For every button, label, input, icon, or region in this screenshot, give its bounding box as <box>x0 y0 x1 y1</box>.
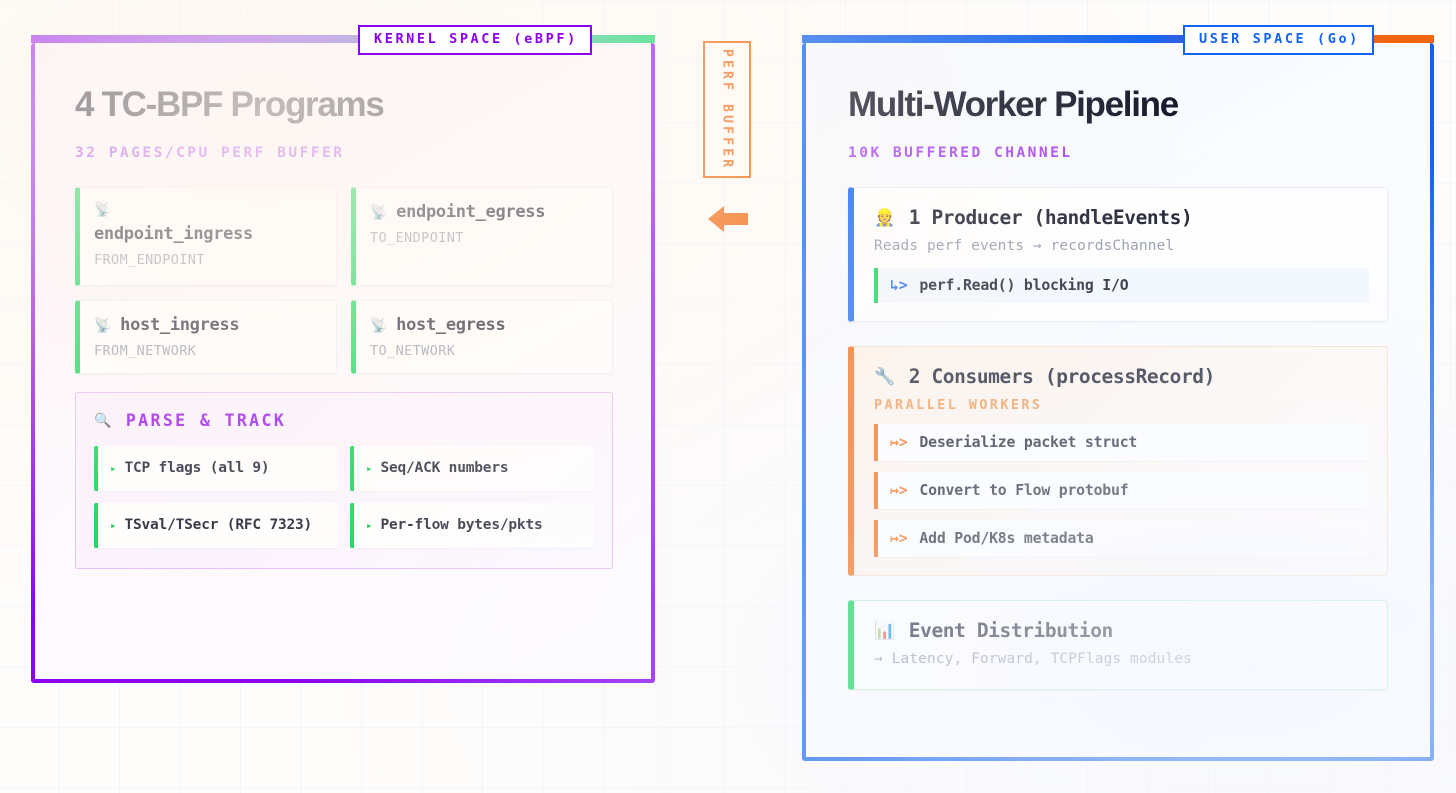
user-panel-top-gradient-bar <box>802 35 1434 43</box>
program-card-host-ingress[interactable]: 📡 host_ingress FROM_NETWORK <box>75 300 337 374</box>
user-panel-subtitle: 10K BUFFERED CHANNEL <box>848 145 1073 161</box>
branch-arrow-icon: ↦> <box>890 530 908 547</box>
user-space-badge: USER SPACE (Go) <box>1183 25 1374 55</box>
parse-item[interactable]: ▸ TSval/TSecr (RFC 7323) <box>94 503 338 549</box>
program-name-row: endpoint_ingress <box>94 224 320 244</box>
satellite-antenna-icon: 📡 <box>370 318 388 334</box>
program-name: host_ingress <box>120 315 240 335</box>
program-card-header: 📡 <box>94 202 320 218</box>
producer-title: 1 Producer (handleEvents) <box>908 206 1193 229</box>
program-card-header: 📡 host_egress <box>370 315 596 335</box>
branch-arrow-icon: ↳> <box>890 277 908 294</box>
parse-item-label: TCP flags (all 9) <box>124 460 270 476</box>
bullet-triangle-icon: ▸ <box>110 462 117 475</box>
parse-item-label: Per-flow bytes/pkts <box>380 517 543 534</box>
program-direction: FROM_NETWORK <box>94 343 197 359</box>
program-name: host_egress <box>396 315 506 335</box>
tc-bpf-program-grid: 📡 endpoint_ingress FROM_ENDPOINT 📡 endpo… <box>75 187 613 374</box>
parse-item[interactable]: ▸ TCP flags (all 9) <box>94 446 338 492</box>
consumer-step-label: Deserialize packet struct <box>919 434 1138 451</box>
consumers-title: 2 Consumers (processRecord) <box>908 365 1216 388</box>
event-distribution-title: Event Distribution <box>908 619 1114 642</box>
user-panel-content: Multi-Worker Pipeline 10K BUFFERED CHANN… <box>848 85 1388 690</box>
producer-detail-label: perf.Read() blocking I/O <box>919 277 1129 294</box>
consumers-stage-card[interactable]: 🔧 2 Consumers (processRecord) PARALLEL W… <box>848 346 1388 576</box>
kernel-panel-subtitle: 32 PAGES/CPU PERF BUFFER <box>75 145 345 161</box>
satellite-antenna-icon: 📡 <box>94 202 112 218</box>
branch-arrow-icon: ↦> <box>890 482 908 499</box>
magnifier-icon: 🔍 <box>94 412 114 429</box>
program-card-host-egress[interactable]: 📡 host_egress TO_NETWORK <box>351 300 613 374</box>
worker-icon: 👷 <box>874 207 895 228</box>
consumer-step-row[interactable]: ↦> Deserialize packet struct <box>874 424 1369 461</box>
producer-detail-row[interactable]: ↳> perf.Read() blocking I/O <box>874 268 1369 303</box>
producer-description: Reads perf events → recordsChannel <box>874 238 1175 254</box>
bullet-triangle-icon: ▸ <box>366 519 373 533</box>
perf-buffer-label-box: PERF BUFFER <box>703 41 751 178</box>
consumer-step-row[interactable]: ↦> Add Pod/K8s metadata <box>874 520 1369 557</box>
consumers-tag: PARALLEL WORKERS <box>874 397 1043 413</box>
user-panel-title: Multi-Worker Pipeline <box>848 85 1179 124</box>
event-distribution-header: 📊 Event Distribution <box>874 619 1369 642</box>
satellite-antenna-icon: 📡 <box>370 205 388 221</box>
kernel-panel-content: 4 TC-BPF Programs 32 PAGES/CPU PERF BUFF… <box>75 85 613 570</box>
parse-item[interactable]: ▸ Seq/ACK numbers <box>350 446 594 492</box>
program-direction: TO_ENDPOINT <box>370 230 464 246</box>
program-name: endpoint_egress <box>396 202 546 222</box>
producer-stage-card[interactable]: 👷 1 Producer (handleEvents) Reads perf e… <box>848 187 1388 322</box>
parse-item-label: Seq/ACK numbers <box>380 460 509 476</box>
producer-header: 👷 1 Producer (handleEvents) <box>874 206 1369 229</box>
consumers-header: 🔧 2 Consumers (processRecord) <box>874 365 1369 388</box>
kernel-panel-title: 4 TC-BPF Programs <box>75 85 385 124</box>
program-card-header: 📡 endpoint_egress <box>370 202 596 222</box>
program-card-header: 📡 host_ingress <box>94 315 320 335</box>
bullet-triangle-icon: ▸ <box>366 462 373 475</box>
satellite-antenna-icon: 📡 <box>94 318 112 334</box>
data-flow-arrow-left-icon <box>708 206 748 232</box>
event-distribution-card[interactable]: 📊 Event Distribution → Latency, Forward,… <box>848 600 1388 690</box>
branch-arrow-icon: ↦> <box>890 434 908 451</box>
kernel-space-panel: KERNEL SPACE (eBPF) 4 TC-BPF Programs 32… <box>31 25 655 683</box>
program-direction: FROM_ENDPOINT <box>94 252 205 268</box>
program-direction: TO_NETWORK <box>370 343 456 359</box>
parse-item[interactable]: ▸ Per-flow bytes/pkts <box>350 503 594 549</box>
parse-and-track-header: 🔍 PARSE & TRACK <box>94 411 594 430</box>
bar-chart-icon: 📊 <box>874 620 895 641</box>
program-name: endpoint_ingress <box>94 224 253 244</box>
parse-item-grid: ▸ TCP flags (all 9) ▸ Seq/ACK numbers ▸ TSv… <box>94 446 594 549</box>
parse-item-label: TSval/TSecr (RFC 7323) <box>124 517 313 534</box>
program-card-endpoint-egress[interactable]: 📡 endpoint_egress TO_ENDPOINT <box>351 187 613 286</box>
consumer-step-label: Add Pod/K8s metadata <box>919 530 1094 547</box>
consumer-step-label: Convert to Flow protobuf <box>919 482 1129 499</box>
consumer-step-row[interactable]: ↦> Convert to Flow protobuf <box>874 472 1369 509</box>
kernel-panel-top-gradient-bar <box>31 35 655 43</box>
program-card-endpoint-ingress[interactable]: 📡 endpoint_ingress FROM_ENDPOINT <box>75 187 337 286</box>
parse-and-track-title: PARSE & TRACK <box>125 411 287 430</box>
bullet-triangle-icon: ▸ <box>110 519 117 533</box>
kernel-space-badge: KERNEL SPACE (eBPF) <box>358 25 592 55</box>
event-distribution-description: → Latency, Forward, TCPFlags modules <box>874 651 1192 667</box>
wrench-icon: 🔧 <box>874 366 895 387</box>
perf-buffer-label: PERF BUFFER <box>719 48 735 171</box>
parse-and-track-box: 🔍 PARSE & TRACK ▸ TCP flags (all 9) ▸ Seq/… <box>75 392 613 570</box>
user-space-panel: USER SPACE (Go) Multi-Worker Pipeline 10… <box>802 25 1434 761</box>
